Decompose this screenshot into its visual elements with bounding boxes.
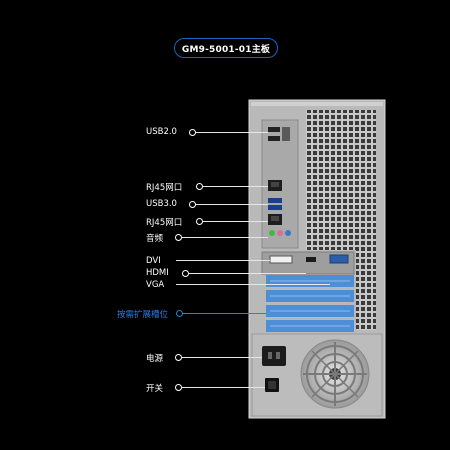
dot-hdmi xyxy=(182,270,189,277)
vent-grille xyxy=(306,110,376,250)
audio-jack-green xyxy=(269,230,275,236)
label-rj45-1: RJ45网口 xyxy=(146,183,183,193)
usb3-port xyxy=(268,198,282,203)
title-badge: GM9-5001-01主板 xyxy=(174,38,278,58)
label-switch: 开关 xyxy=(146,384,164,394)
label-power: 电源 xyxy=(146,354,164,364)
dot-usb3 xyxy=(189,201,196,208)
dot-expansion xyxy=(176,310,183,317)
label-usb3: USB3.0 xyxy=(146,199,177,209)
leader-power xyxy=(182,357,262,358)
dvi-port xyxy=(269,255,293,264)
leader-switch xyxy=(182,387,265,388)
leader-dvi xyxy=(176,260,270,261)
dot-audio xyxy=(175,234,182,241)
dot-rj45-2 xyxy=(196,218,203,225)
leader-hdmi xyxy=(189,273,306,274)
leader-vga xyxy=(176,284,330,285)
label-hdmi: HDMI xyxy=(146,268,169,278)
label-dvi: DVI xyxy=(146,256,161,266)
leader-rj45-2 xyxy=(203,221,268,222)
leader-rj45-1 xyxy=(203,186,268,187)
audio-jack-blue xyxy=(285,230,291,236)
leader-expansion xyxy=(183,313,266,314)
dot-rj45-1 xyxy=(196,183,203,190)
expansion-slots xyxy=(266,275,354,332)
audio-jack-pink xyxy=(277,230,283,236)
label-vga: VGA xyxy=(146,280,165,290)
dot-usb2 xyxy=(189,129,196,136)
label-usb2: USB2.0 xyxy=(146,127,177,137)
leader-usb3 xyxy=(196,204,268,205)
dot-power xyxy=(175,354,182,361)
vent-grille-side xyxy=(356,250,376,330)
label-expansion: 按需扩展槽位 xyxy=(117,310,169,320)
label-audio: 音频 xyxy=(146,234,164,244)
vga-port xyxy=(329,254,349,264)
usb2-port xyxy=(268,127,280,132)
leader-usb2 xyxy=(196,132,268,133)
hdmi-port xyxy=(306,257,316,262)
leader-audio xyxy=(182,237,268,238)
power-inlet xyxy=(262,346,286,366)
page-title: GM9-5001-01主板 xyxy=(181,44,271,55)
label-rj45-2: RJ45网口 xyxy=(146,218,183,228)
dot-switch xyxy=(175,384,182,391)
